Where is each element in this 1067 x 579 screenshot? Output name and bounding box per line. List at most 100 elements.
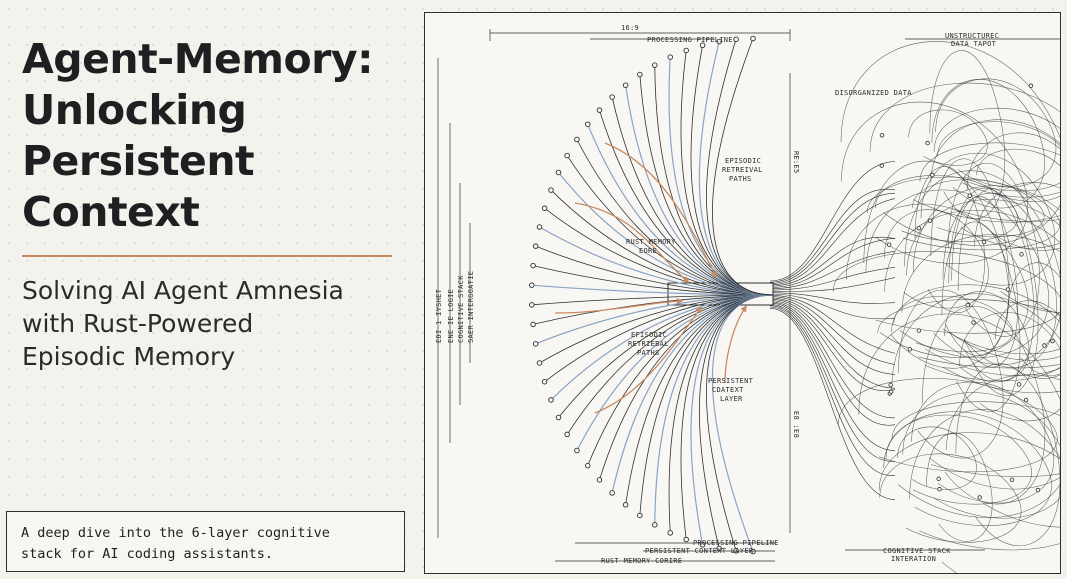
tangle-loop: [937, 121, 1060, 192]
disorganized-data-tangle: [832, 41, 1060, 573]
subtitle: Solving AI Agent Amnesia with Rust-Power…: [22, 274, 402, 373]
bundle-line: [769, 188, 896, 283]
tangle-loop: [891, 401, 1060, 477]
caption-box: A deep dive into the 6-layer cognitive s…: [6, 511, 405, 572]
tangle-loop: [906, 199, 1060, 355]
tangle-node: [907, 347, 913, 352]
tangle-loop: [845, 203, 1029, 358]
caption-line: A deep dive into the 6-layer cognitive: [21, 525, 330, 541]
subtitle-line: with Rust-Powered: [22, 309, 254, 338]
episodic-bottom-label-2: RETRIEBAL: [628, 340, 669, 348]
branch-endpoint: [667, 54, 673, 60]
branch-endpoint: [564, 152, 570, 159]
tangle-loop: [901, 234, 1060, 394]
tangle-loop: [877, 299, 1060, 369]
persistent-label-3: LAYER: [720, 395, 743, 403]
tangle-node: [1005, 287, 1011, 292]
tangle-loop: [893, 295, 1013, 352]
tangle-node: [1042, 343, 1047, 348]
tangle-node: [977, 495, 982, 500]
ratio-label: 16:9: [621, 24, 639, 32]
tangle-loop: [897, 426, 977, 490]
tangle-loop: [935, 78, 1057, 188]
tree-branch: [654, 65, 774, 296]
caption: A deep dive into the 6-layer cognitive s…: [21, 523, 330, 565]
rust-core-label-2: EORE: [639, 247, 657, 255]
persistent-label-2: CDATEXT: [712, 386, 744, 394]
bundle-line: [769, 297, 896, 375]
bundle-line: [769, 238, 896, 288]
branch-endpoint: [529, 282, 535, 288]
tangle-node: [981, 239, 987, 245]
persistent-label-1: PERSISTENT: [708, 377, 754, 385]
branch-endpoint: [683, 47, 689, 54]
branch-endpoint: [750, 548, 756, 555]
tangle-loop: [929, 50, 1006, 220]
tangle-node: [925, 140, 930, 146]
vertical-label-1: EDI 1 IYSHET: [435, 288, 443, 343]
branch-endpoint: [596, 477, 603, 483]
flow-arrow: [554, 297, 684, 314]
tree-branch: [611, 294, 774, 494]
tangle-node: [1035, 487, 1041, 493]
branch-endpoint: [564, 431, 570, 438]
branch-endpoint: [699, 542, 706, 548]
branch-endpoint: [733, 36, 739, 43]
branch-endpoint: [584, 121, 591, 128]
bundle-line: [769, 267, 896, 291]
tree-branch: [712, 38, 774, 296]
tree-branch: [587, 124, 774, 296]
title-line: Context: [22, 188, 200, 236]
bundle-line: [769, 292, 896, 304]
tangle-node: [886, 242, 892, 247]
tangle-loop: [926, 432, 993, 542]
bundle-line: [769, 251, 896, 290]
disorganized-data-label: DISORGANIZED DATA: [835, 89, 912, 97]
tangle-loop: [902, 392, 1060, 519]
tangle-loop: [1007, 262, 1060, 377]
branch-endpoint: [574, 136, 580, 143]
bundle-line: [769, 277, 896, 292]
tangle-node: [965, 302, 971, 308]
tangle-loop: [869, 82, 1060, 223]
tangle-loop: [863, 160, 1010, 369]
subtitle-line: Episodic Memory: [22, 342, 236, 371]
branch-endpoint: [541, 205, 548, 212]
tangle-node: [1050, 338, 1055, 344]
tangle-node: [1023, 397, 1029, 403]
tangle-loop: [931, 79, 1045, 209]
tree-branch: [576, 294, 774, 451]
title-line: Unlocking: [22, 86, 247, 134]
tangle-node: [971, 320, 976, 325]
flow-arrow: [594, 306, 702, 414]
tangle-loop: [976, 148, 1060, 202]
tangle-loop: [948, 163, 1040, 337]
subtitle-line: Solving AI Agent Amnesia: [22, 276, 344, 305]
branch-endpoint: [541, 378, 548, 385]
tangle-loop: [912, 185, 1060, 361]
flow-arrow: [724, 305, 747, 384]
tangle-node: [1019, 252, 1024, 257]
flow-arrow: [604, 142, 717, 278]
bundle-line: [769, 295, 896, 354]
bundle-line: [769, 161, 896, 282]
bundle-line: [769, 198, 896, 286]
episodic-top-label-3: PATHS: [729, 175, 752, 183]
branch-endpoint: [716, 38, 722, 45]
title-divider: [22, 255, 392, 257]
tangle-loop: [883, 209, 989, 309]
tangle-loop: [974, 182, 1060, 313]
branch-endpoint: [555, 414, 562, 421]
tangle-node: [1016, 382, 1022, 387]
tangle-loop: [941, 221, 1021, 412]
tangle-loop: [919, 142, 1060, 222]
bundle-line: [769, 192, 896, 284]
bundle-line: [769, 305, 896, 462]
tangle-node: [937, 487, 942, 492]
tangle-node: [936, 476, 941, 482]
bottom-cognitive-stack-label-2: INTERATION: [891, 555, 936, 563]
dimension-lines: [437, 29, 1060, 562]
branch-endpoint: [750, 35, 756, 42]
memory-tree-diagram: 16:9 PROCESSING PIPELINE UNSTRUCTUREC DA…: [435, 24, 1060, 573]
tangle-node: [916, 328, 922, 333]
